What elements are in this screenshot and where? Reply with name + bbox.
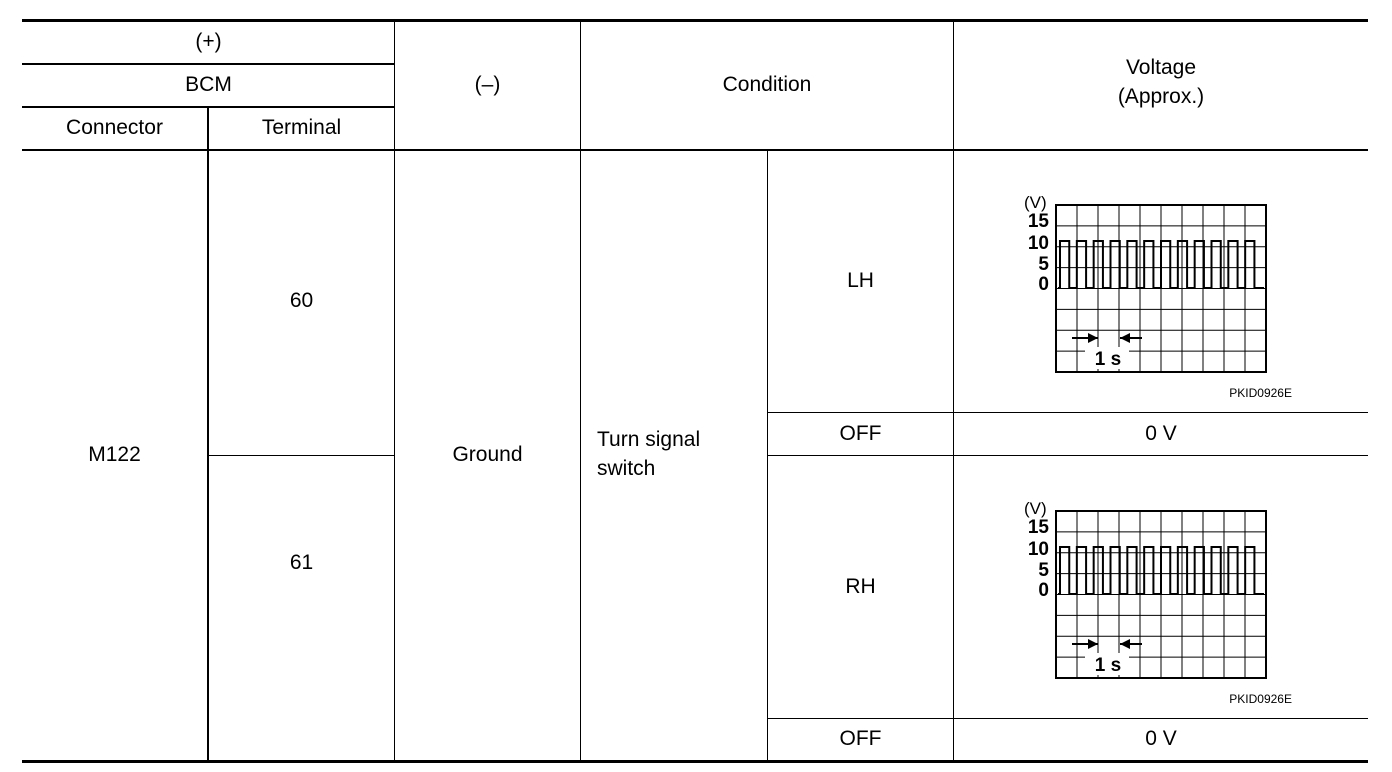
header-terminal-text: Terminal	[261, 116, 342, 140]
figure-code: PKID0926E	[1229, 386, 1292, 400]
rule	[767, 149, 768, 762]
terminal-value-1: 60	[289, 288, 314, 312]
scope-frame	[1055, 204, 1267, 373]
header-plus: (+)	[22, 22, 395, 63]
voltage-off-1-text: 0 V	[1145, 421, 1177, 445]
state-lh: LH	[768, 151, 953, 412]
ground-value: Ground	[452, 443, 523, 467]
condition-line1: Turn signal	[597, 428, 701, 452]
header-plus-text: (+)	[195, 30, 222, 54]
state-off-2: OFF	[768, 719, 953, 760]
square-wave-trace	[1058, 240, 1264, 289]
time-arrowhead-left	[1088, 333, 1098, 343]
header-bottom-rule	[22, 149, 1368, 151]
voltage-off-2: 0 V	[954, 719, 1368, 760]
voltage-off-2-text: 0 V	[1145, 727, 1177, 751]
header-bcm: BCM	[22, 65, 395, 106]
voltage-off-1: 0 V	[954, 413, 1368, 455]
condition-cell: Turn signal switch	[597, 151, 767, 760]
terminal-cell-2: 61	[209, 456, 394, 670]
rule	[768, 455, 1368, 456]
rule	[22, 63, 395, 65]
header-voltage-line2: (Approx.)	[1117, 84, 1205, 108]
state-off-2-text: OFF	[839, 727, 882, 751]
header-condition: Condition	[581, 22, 953, 149]
time-arrowhead-right	[1120, 639, 1130, 649]
square-wave-trace	[1058, 546, 1264, 595]
connector-value: M122	[88, 443, 141, 467]
time-arrowhead-right	[1120, 333, 1130, 343]
header-bcm-text: BCM	[185, 73, 232, 97]
connector-cell: M122	[22, 151, 207, 760]
terminal-cell-1: 60	[209, 151, 394, 451]
y-tick-label: 0	[1038, 580, 1049, 601]
header-condition-text: Condition	[722, 73, 812, 97]
time-scale-label: 1 s	[1095, 655, 1121, 676]
y-tick-label: 15	[1028, 517, 1050, 538]
time-label-bg	[1085, 347, 1129, 369]
state-rh: RH	[768, 456, 953, 718]
y-tick-label: 5	[1038, 254, 1049, 275]
rule	[394, 19, 395, 762]
y-unit-label: (V)	[1024, 193, 1047, 212]
time-arrowhead-left	[1088, 639, 1098, 649]
header-minus-text: (–)	[474, 73, 501, 97]
y-unit-label: (V)	[1024, 499, 1047, 518]
rule	[768, 412, 1368, 413]
header-connector: Connector	[22, 108, 207, 149]
header-voltage-line1: Voltage	[1125, 56, 1197, 80]
state-off-1-text: OFF	[839, 421, 882, 445]
ground-cell: Ground	[395, 151, 580, 760]
header-terminal: Terminal	[209, 108, 394, 149]
scope-frame	[1055, 510, 1267, 679]
header-connector-text: Connector	[66, 116, 163, 140]
figure-code: PKID0926E	[1229, 692, 1292, 706]
rule	[208, 455, 395, 456]
time-scale-label: 1 s	[1095, 349, 1121, 370]
y-tick-label: 10	[1028, 233, 1049, 254]
rule	[207, 106, 209, 762]
y-tick-label: 15	[1028, 211, 1050, 232]
table-bottom-rule	[22, 760, 1368, 763]
rule	[953, 19, 954, 762]
header-minus: (–)	[395, 22, 580, 149]
rule	[768, 718, 1368, 719]
header-voltage: Voltage (Approx.)	[954, 22, 1368, 149]
state-rh-text: RH	[845, 574, 876, 598]
condition-line2: switch	[597, 456, 656, 480]
y-tick-label: 10	[1028, 539, 1049, 560]
rule	[580, 19, 581, 762]
y-tick-label: 5	[1038, 560, 1049, 581]
table-top-rule	[22, 19, 1368, 22]
state-off-1: OFF	[768, 413, 953, 455]
time-label-bg	[1085, 653, 1129, 675]
terminal-value-2: 61	[289, 550, 314, 574]
state-lh-text: LH	[847, 269, 874, 293]
y-tick-label: 0	[1038, 274, 1049, 295]
